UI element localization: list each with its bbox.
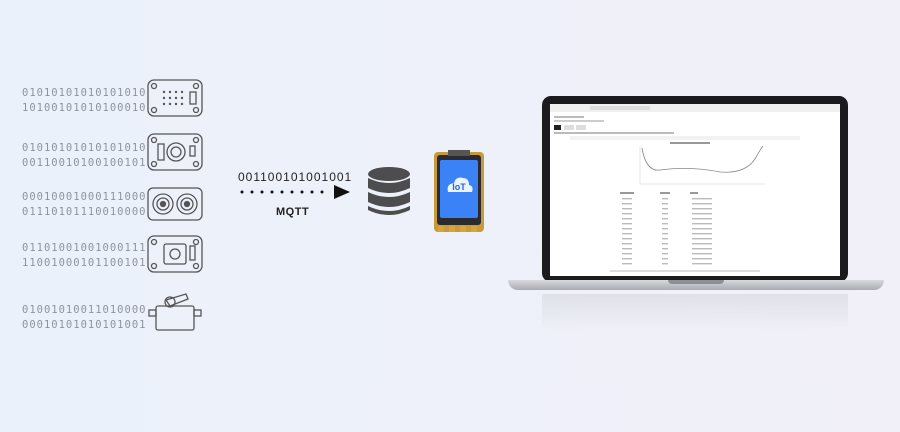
flow-binary: 001100101001001: [238, 170, 352, 184]
iot-device: IoT: [432, 150, 486, 236]
laptop: [508, 94, 884, 344]
laptop-notch: [668, 280, 724, 284]
binary-line: 01101001001000111: [22, 241, 146, 256]
database-icon: [366, 166, 412, 218]
dashboard-screenshot: [550, 104, 840, 276]
binary-stream-2: 01010101010101010 00110010100100101: [22, 141, 146, 171]
binary-stream-3: 00010001000111000 01110101110010000: [22, 190, 146, 220]
binary-line: 01010101010101010: [22, 141, 146, 156]
binary-stream-1: 01010101010101010 10100101010100010: [22, 86, 146, 116]
binary-line: 01110101110010000: [22, 205, 146, 220]
dotted-arrow: [240, 185, 350, 199]
pir-sensor-icon: [146, 232, 204, 276]
binary-stream-4: 01101001001000111 11001000101100101: [22, 241, 146, 271]
servo-icon: [146, 290, 204, 334]
binary-stream-5: 01001010011010000 00010101010101001: [22, 303, 146, 333]
matrix-sensor-icon: [146, 76, 204, 120]
ultrasonic-sensor-icon: [146, 182, 204, 226]
protocol-label: MQTT: [276, 206, 309, 218]
binary-line: 11001000101100101: [22, 256, 146, 271]
binary-line: 10100101010100010: [22, 101, 146, 116]
binary-line: 00010101010101001: [22, 318, 146, 333]
device-screen-label: IoT: [432, 182, 486, 192]
binary-line: 01010101010101010: [22, 86, 146, 101]
laptop-reflection: [542, 294, 848, 330]
laptop-screen-frame: [542, 96, 848, 282]
binary-line: 00110010100100101: [22, 156, 146, 171]
binary-line: 01001010011010000: [22, 303, 146, 318]
binary-line: 00010001000111000: [22, 190, 146, 205]
gas-sensor-icon: [146, 130, 204, 174]
